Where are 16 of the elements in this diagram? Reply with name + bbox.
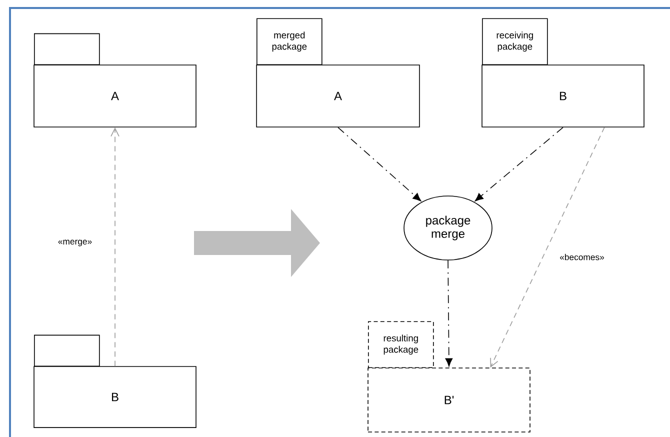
arrow	[474, 127, 564, 202]
edge-label: «becomes»	[558, 252, 606, 262]
arrow	[338, 127, 422, 202]
edge-label: «merge»	[56, 238, 94, 248]
package-box: A	[34, 33, 196, 128]
arrow	[445, 260, 453, 367]
package-box: B' resulting package	[368, 321, 530, 432]
arrow	[110, 127, 120, 366]
package-box: B receiving package	[482, 18, 644, 128]
package-box: B	[34, 334, 196, 428]
node-label: merged package	[272, 32, 307, 52]
package-box: A merged package	[256, 18, 420, 128]
arrow	[490, 127, 605, 368]
node-label: resulting package	[384, 334, 418, 355]
ellipse-node: package merge	[404, 196, 492, 260]
node-label: receiving package	[496, 32, 533, 52]
